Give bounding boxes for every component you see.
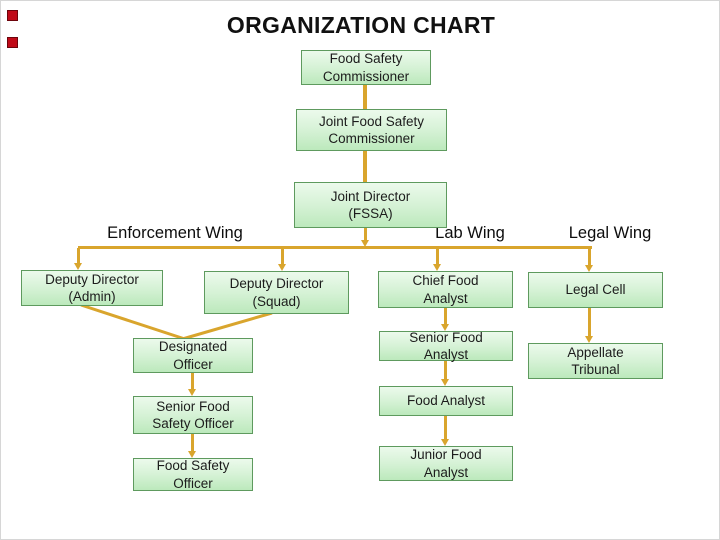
arrowhead-jd-to-bus bbox=[361, 240, 369, 247]
node-chief-food-analyst: Chief Food Analyst bbox=[378, 271, 513, 308]
connector-wing-bus bbox=[78, 246, 592, 249]
arrowhead-fa bbox=[441, 379, 449, 386]
connector-sfa-to-fa bbox=[444, 361, 447, 379]
connector-lc-to-at bbox=[588, 308, 591, 336]
wing-label-lab: Lab Wing bbox=[435, 224, 505, 242]
arrowhead-fso bbox=[188, 451, 196, 458]
node-food-safety-officer: Food Safety Officer bbox=[133, 458, 253, 491]
connector-bus-to-dd-squad bbox=[281, 248, 284, 264]
connector-sfso-to-fso bbox=[191, 434, 194, 451]
red-square-marker bbox=[7, 10, 18, 21]
node-joint-food-safety-commissioner: Joint Food Safety Commissioner bbox=[296, 109, 447, 151]
connector-fa-to-jfa bbox=[444, 416, 447, 439]
node-joint-director-fssa: Joint Director (FSSA) bbox=[294, 182, 447, 228]
arrowhead-sfso bbox=[188, 389, 196, 396]
connector-fsc-to-jfsc bbox=[363, 85, 367, 109]
connector-bus-to-legal-cell bbox=[588, 248, 591, 265]
wing-label-enforcement: Enforcement Wing bbox=[107, 224, 243, 242]
arrowhead-legal-cell bbox=[585, 265, 593, 272]
page-title: ORGANIZATION CHART bbox=[226, 12, 496, 38]
wing-label-legal: Legal Wing bbox=[568, 224, 652, 242]
node-appellate-tribunal: Appellate Tribunal bbox=[528, 343, 663, 379]
arrowhead-dd-squad bbox=[278, 264, 286, 271]
arrowhead-at bbox=[585, 336, 593, 343]
connector-jfsc-to-jd bbox=[363, 151, 367, 182]
connector-cfa-to-sfa bbox=[444, 308, 447, 324]
connector-do-to-sfso bbox=[191, 373, 194, 389]
red-square-marker bbox=[7, 37, 18, 48]
node-senior-food-analyst: Senior Food Analyst bbox=[379, 330, 513, 362]
node-food-safety-commissioner: Food Safety Commissioner bbox=[301, 50, 431, 85]
node-legal-cell: Legal Cell bbox=[528, 272, 663, 308]
arrowhead-sfa bbox=[441, 324, 449, 331]
node-deputy-director-squad: Deputy Director (Squad) bbox=[204, 271, 349, 314]
node-food-analyst: Food Analyst bbox=[379, 386, 513, 416]
arrowhead-dd-admin bbox=[74, 263, 82, 270]
connector-bus-to-dd-admin bbox=[77, 248, 80, 263]
node-designated-officer: Designated Officer bbox=[133, 338, 253, 373]
arrowhead-jfa bbox=[441, 439, 449, 446]
node-senior-food-safety-officer: Senior Food Safety Officer bbox=[133, 396, 253, 434]
node-deputy-director-admin: Deputy Director (Admin) bbox=[21, 270, 163, 306]
arrowhead-chief-food-analyst bbox=[433, 264, 441, 271]
node-junior-food-analyst: Junior Food Analyst bbox=[379, 446, 513, 481]
connector-jd-to-bus bbox=[364, 228, 367, 240]
connector-bus-to-chief-food-analyst bbox=[436, 248, 439, 264]
